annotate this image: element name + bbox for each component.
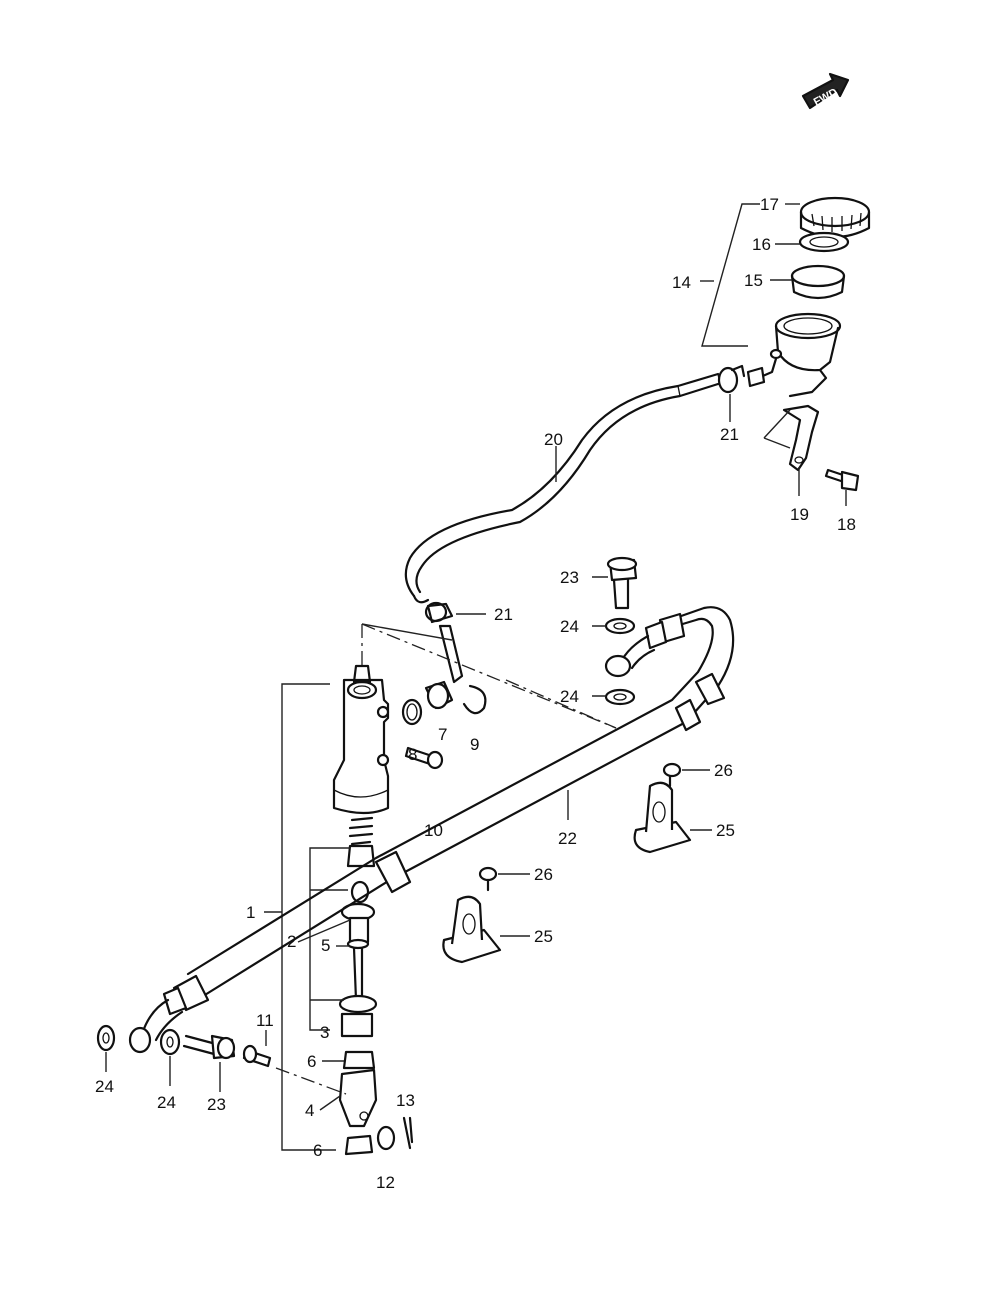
callout-21-upper: 21 [720,425,739,444]
callout-24-c: 24 [95,1077,114,1096]
hose-clamp-center [442,895,502,964]
clevis [338,1068,378,1128]
callout-23-lower: 23 [207,1095,226,1114]
callout-24-a: 24 [560,617,579,636]
callout-16: 16 [752,235,771,254]
callout-4: 4 [305,1101,314,1120]
callout-23-upper: 23 [560,568,579,587]
callout-11: 11 [256,1011,274,1030]
callout-12: 12 [376,1173,395,1192]
hose-clip-upper [717,364,746,394]
reservoir-bracket [782,404,820,472]
callout-21-lower: 21 [494,605,513,624]
callout-15: 15 [744,271,763,290]
callout-9: 9 [470,735,479,754]
callout-6-lower: 6 [313,1141,322,1160]
nut-upper [342,1050,376,1070]
callout-1: 1 [246,903,255,922]
brake-hose [128,606,735,1054]
diaphragm [790,264,846,300]
circlip [462,684,487,715]
callout-26-center: 26 [534,865,553,884]
callout-22: 22 [558,829,577,848]
reservoir-cap [799,196,871,238]
hose-joint-pipe [438,624,464,684]
callout-19: 19 [790,505,809,524]
callout-8: 8 [408,745,417,764]
reservoir-plate [798,231,850,253]
callout-5: 5 [321,936,330,955]
callout-2: 2 [287,932,296,951]
o-ring [401,698,423,726]
callout-labels: 1 2 3 4 5 6 6 7 8 9 10 11 12 13 14 15 16… [95,195,856,1192]
sealing-washer-d [159,1028,181,1056]
callout-25-right: 25 [716,821,735,840]
reservoir-tank [746,312,842,398]
callout-17: 17 [760,195,779,214]
hose-clamp-right [633,781,692,854]
clamp-screw-right [662,762,682,788]
mounting-screw [404,746,444,770]
callout-10: 10 [424,821,443,840]
washer [376,1125,396,1151]
callout-26-right: 26 [714,761,733,780]
bracket-bolt [824,468,860,492]
clevis-pin [242,1044,272,1068]
spring [348,816,374,846]
callout-14: 14 [672,273,691,292]
hose-clip-lower [424,601,454,624]
sealing-washer-a [604,617,636,635]
piston-kit [338,844,378,1038]
connector-fitting [424,680,454,710]
callout-7: 7 [438,725,447,744]
banjo-bolt-upper [606,556,638,610]
callout-25-center: 25 [534,927,553,946]
banjo-bolt-lower [182,1034,236,1060]
nut-lower [344,1134,374,1156]
callout-13: 13 [396,1091,415,1110]
callout-24-d: 24 [157,1093,176,1112]
callout-18: 18 [837,515,856,534]
callout-6-upper: 6 [307,1052,316,1071]
cotter-pin [402,1116,414,1150]
callout-3: 3 [320,1023,329,1042]
callout-24-b: 24 [560,687,579,706]
forward-direction-arrow-icon: FWD [801,72,850,110]
clamp-screw-center [478,866,498,892]
sealing-washer-c [96,1024,116,1052]
callout-20: 20 [544,430,563,449]
sealing-washer-b [604,688,636,706]
master-cylinder-body [332,664,390,815]
